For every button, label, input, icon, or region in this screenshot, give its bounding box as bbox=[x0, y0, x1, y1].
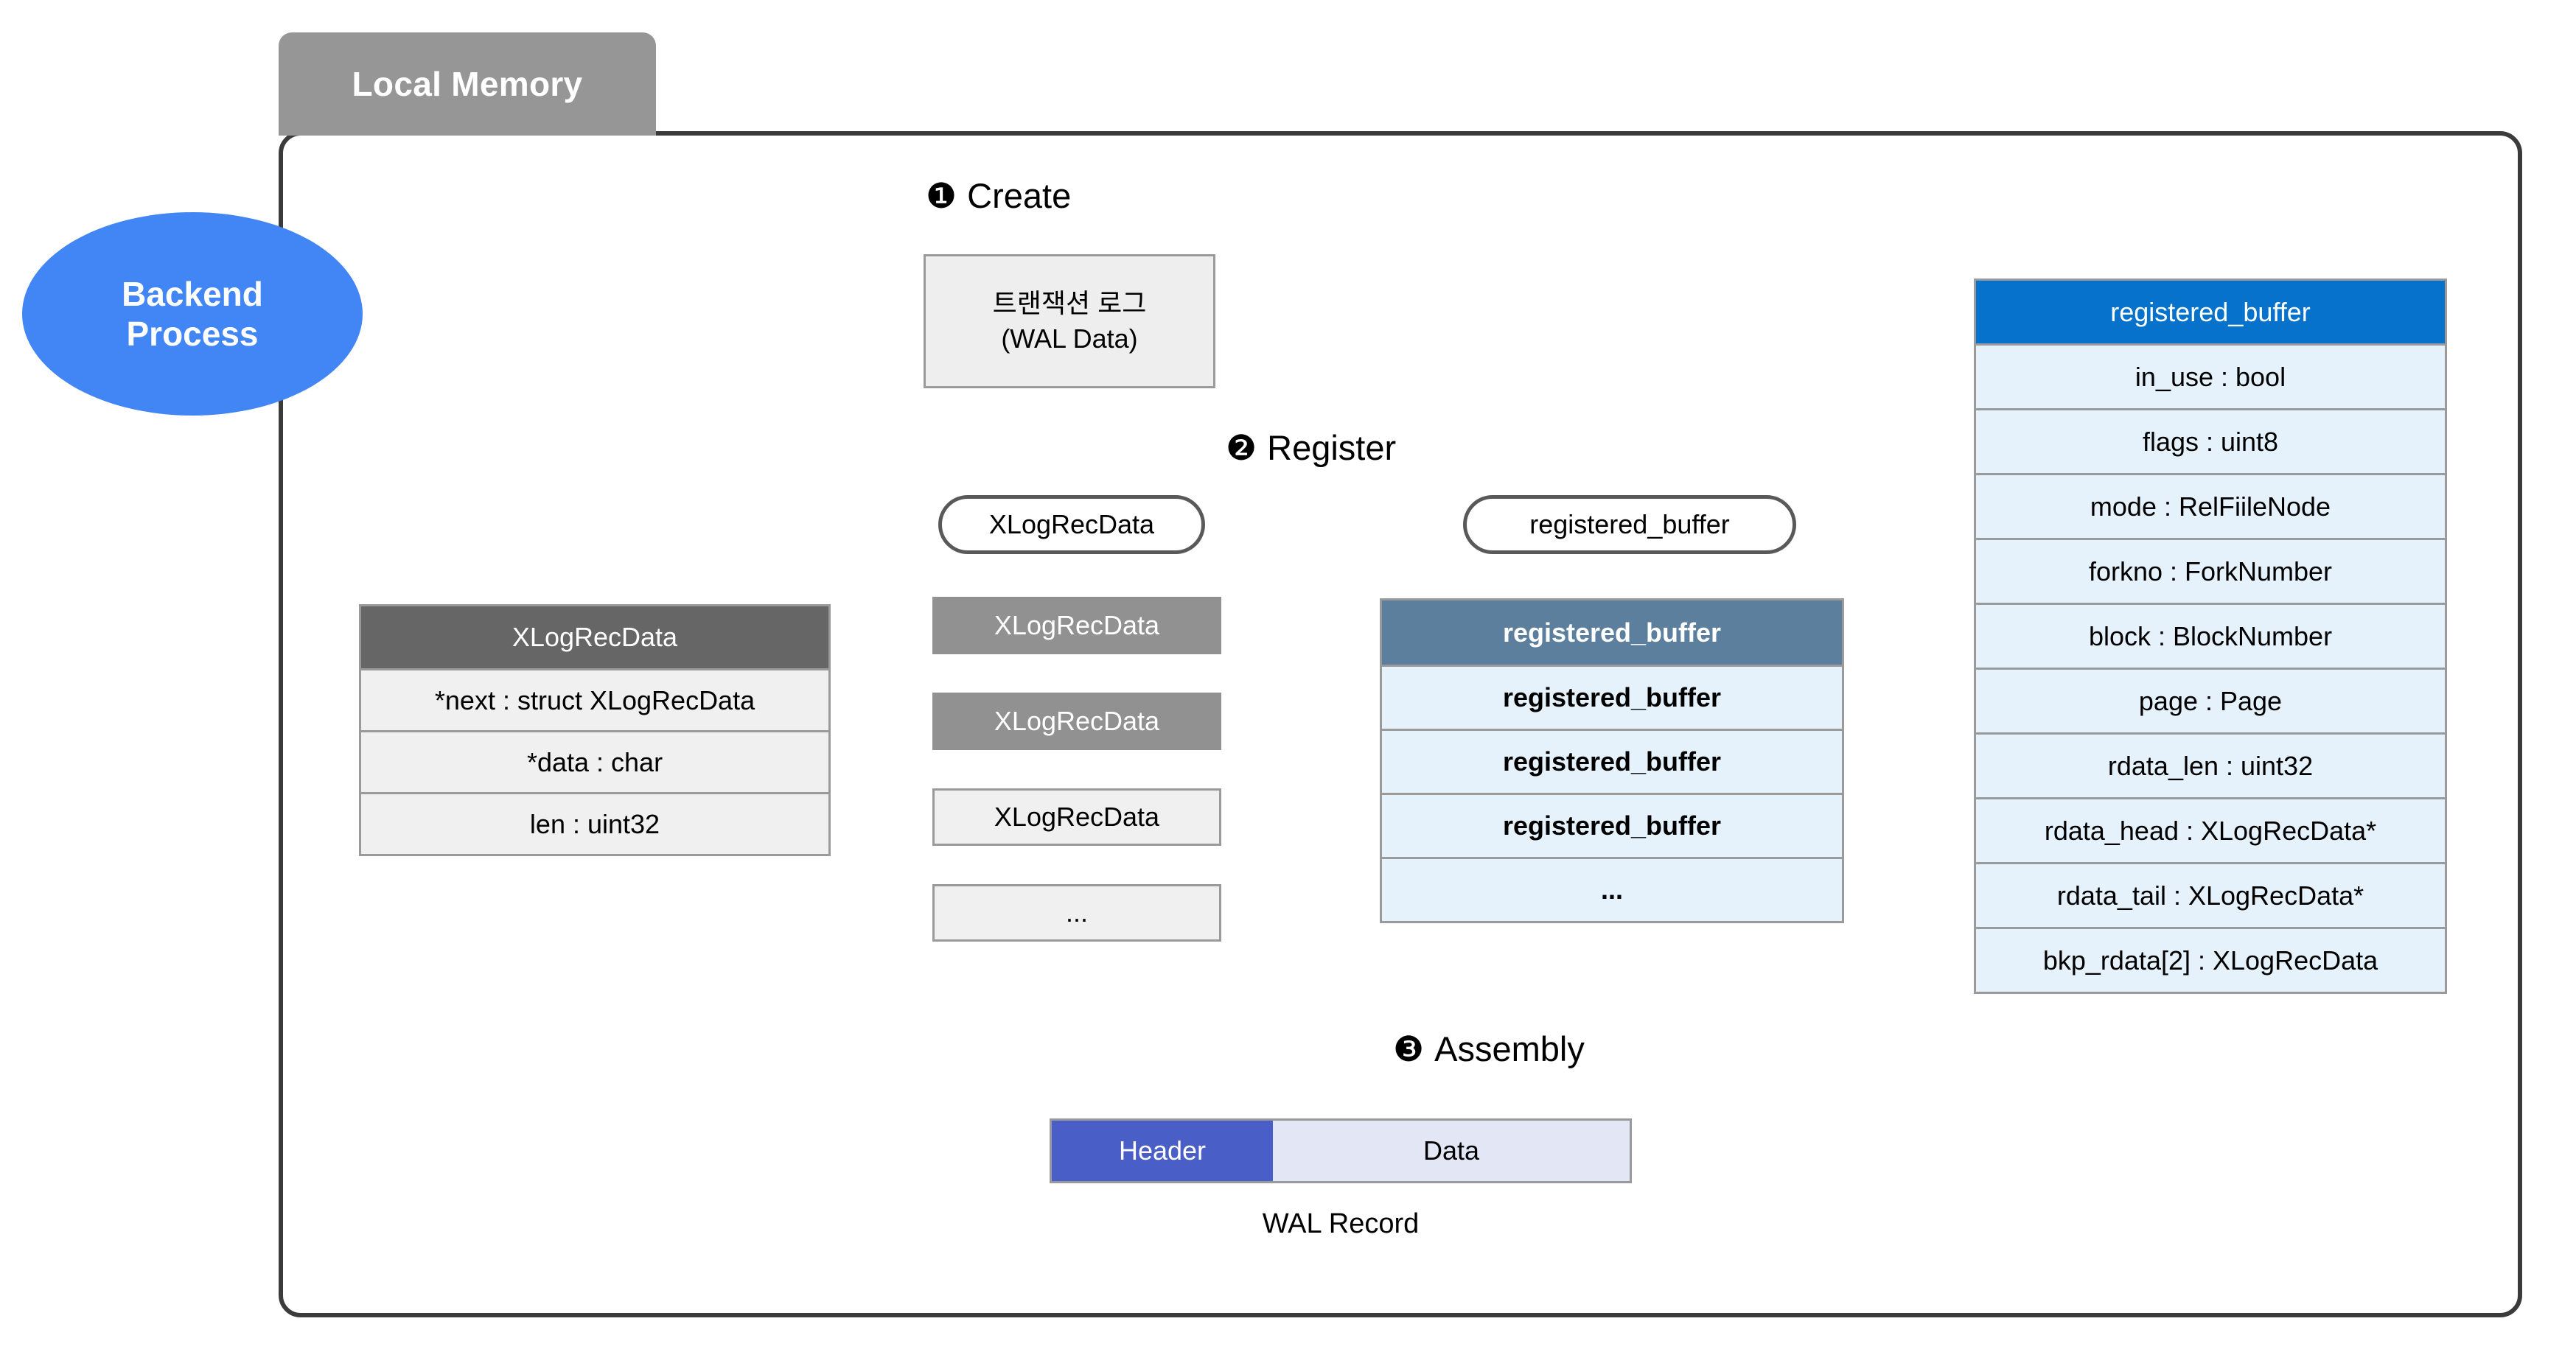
registered-buffer-struct-field: flags : uint8 bbox=[1976, 408, 2445, 473]
step-3-label: Assembly bbox=[1434, 1029, 1585, 1068]
xlogrecdata-stack-item: XLogRecData bbox=[932, 597, 1221, 654]
pill-xlogrecdata-label: XLogRecData bbox=[988, 509, 1155, 539]
xlogrecdata-struct-title: XLogRecData bbox=[361, 606, 828, 668]
backend-process-node: Backend Process bbox=[22, 212, 363, 416]
backend-process-line1: Backend bbox=[122, 274, 263, 313]
registered-buffer-struct-field: in_use : bool bbox=[1976, 343, 2445, 408]
registered-buffer-struct-field: bkp_rdata[2] : XLogRecData bbox=[1976, 927, 2445, 992]
local-memory-tab-label: Local Memory bbox=[352, 65, 583, 103]
step-1-create: ❶ Create bbox=[926, 175, 1071, 216]
xlogrecdata-stack-item: XLogRecData bbox=[932, 788, 1221, 846]
registered-buffer-struct-title: registered_buffer bbox=[1976, 281, 2445, 343]
wal-record-bar: Header Data bbox=[1050, 1118, 1632, 1183]
xlogrecdata-struct-field: len : uint32 bbox=[361, 792, 828, 854]
step-2-number-icon: ❷ bbox=[1226, 428, 1257, 467]
step-1-label: Create bbox=[967, 176, 1072, 215]
registered-buffer-struct-field: rdata_head : XLogRecData* bbox=[1976, 797, 2445, 862]
registered-buffer-stack-item: registered_buffer bbox=[1382, 793, 1842, 857]
registered-buffer-struct-field: rdata_tail : XLogRecData* bbox=[1976, 862, 2445, 927]
step-1-number-icon: ❶ bbox=[926, 176, 957, 215]
registered-buffer-struct-field: forkno : ForkNumber bbox=[1976, 538, 2445, 603]
xlogrecdata-struct-field: *next : struct XLogRecData bbox=[361, 668, 828, 730]
registered-buffer-stack-item: registered_buffer bbox=[1382, 729, 1842, 793]
step-2-register: ❷ Register bbox=[1226, 427, 1396, 468]
step-3-number-icon: ❸ bbox=[1393, 1029, 1425, 1068]
transaction-log-box: 트랜잭션 로그 (WAL Data) bbox=[924, 254, 1215, 388]
pill-registered-buffer-label: registered_buffer bbox=[1529, 509, 1730, 539]
xlogrecdata-struct-table: XLogRecData *next : struct XLogRecData *… bbox=[359, 604, 831, 856]
registered-buffer-struct-field: rdata_len : uint32 bbox=[1976, 732, 2445, 797]
registered-buffer-struct-field: page : Page bbox=[1976, 668, 2445, 732]
local-memory-tab: Local Memory bbox=[279, 32, 656, 136]
wal-record-header-segment: Header bbox=[1052, 1121, 1273, 1181]
xlogrecdata-struct-field: *data : char bbox=[361, 730, 828, 792]
xlogrecdata-stack-item-ellipsis: ... bbox=[932, 884, 1221, 942]
transaction-log-line2: (WAL Data) bbox=[1001, 323, 1138, 354]
registered-buffer-stack-item: registered_buffer bbox=[1382, 665, 1842, 729]
pill-xlogrecdata: XLogRecData bbox=[938, 495, 1205, 554]
step-2-label: Register bbox=[1267, 428, 1397, 467]
registered-buffer-stack-header: registered_buffer bbox=[1382, 600, 1842, 665]
xlogrecdata-stack-item: XLogRecData bbox=[932, 693, 1221, 750]
step-3-assembly: ❸ Assembly bbox=[1393, 1029, 1585, 1069]
registered-buffer-stack-item-ellipsis: ... bbox=[1382, 857, 1842, 921]
transaction-log-line1: 트랜잭션 로그 bbox=[992, 288, 1147, 319]
registered-buffer-struct-field: mode : RelFiileNode bbox=[1976, 473, 2445, 538]
wal-record-caption: WAL Record bbox=[1262, 1208, 1420, 1239]
registered-buffer-stack: registered_buffer registered_buffer regi… bbox=[1380, 598, 1844, 923]
pill-registered-buffer: registered_buffer bbox=[1463, 495, 1796, 554]
backend-process-line2: Process bbox=[126, 315, 259, 353]
registered-buffer-struct-table: registered_buffer in_use : bool flags : … bbox=[1974, 279, 2447, 994]
registered-buffer-struct-field: block : BlockNumber bbox=[1976, 603, 2445, 668]
wal-record-data-segment: Data bbox=[1273, 1121, 1630, 1181]
